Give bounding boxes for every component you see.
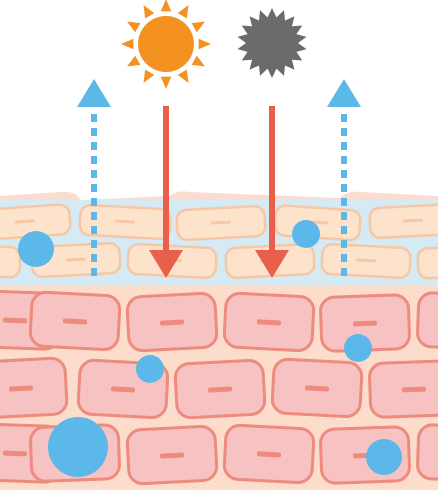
inner-cell — [125, 292, 219, 353]
sun-ray — [191, 21, 205, 33]
inner-cell — [173, 359, 267, 420]
sun-ray — [198, 38, 211, 50]
sun-ray — [177, 69, 189, 83]
inner-skin-layer — [0, 285, 438, 490]
inner-cell — [0, 356, 69, 420]
dashed-arrow-up-icon — [77, 79, 111, 276]
inner-cell — [416, 423, 438, 483]
arrow-down-icon — [255, 106, 289, 278]
sun-ray — [143, 5, 155, 19]
sun-ray — [177, 5, 189, 19]
sun-icon — [121, 0, 211, 89]
water-bubble — [292, 220, 320, 248]
outer-cell — [0, 243, 22, 279]
inner-cell — [270, 357, 364, 418]
outer-cell — [416, 244, 438, 280]
outer-cell — [320, 242, 412, 279]
sun-ray — [160, 0, 172, 12]
sun-ray — [121, 38, 134, 50]
outer-cell — [78, 203, 172, 241]
sun-ray — [143, 69, 155, 83]
outer-cell — [175, 205, 267, 242]
water-bubble — [136, 355, 164, 383]
water-bubble — [48, 417, 108, 477]
water-bubble — [18, 231, 54, 267]
water-bubble — [344, 334, 372, 362]
inner-cell — [368, 359, 438, 419]
sun-ray — [127, 21, 141, 33]
inner-cell — [222, 423, 316, 484]
sun-ray — [127, 55, 141, 67]
dark-sun-icon — [237, 8, 307, 78]
dashed-arrow-up-icon — [327, 79, 361, 276]
outer-skin-layer — [0, 191, 438, 286]
inner-cell — [28, 290, 122, 351]
outer-cell — [368, 203, 438, 240]
arrow-down-icon — [149, 106, 183, 278]
inner-cell — [125, 425, 219, 486]
inner-cell — [222, 291, 316, 352]
sun-ray — [191, 55, 205, 67]
water-bubble — [366, 439, 402, 475]
sun-ray — [160, 76, 172, 89]
inner-cell — [416, 291, 438, 351]
